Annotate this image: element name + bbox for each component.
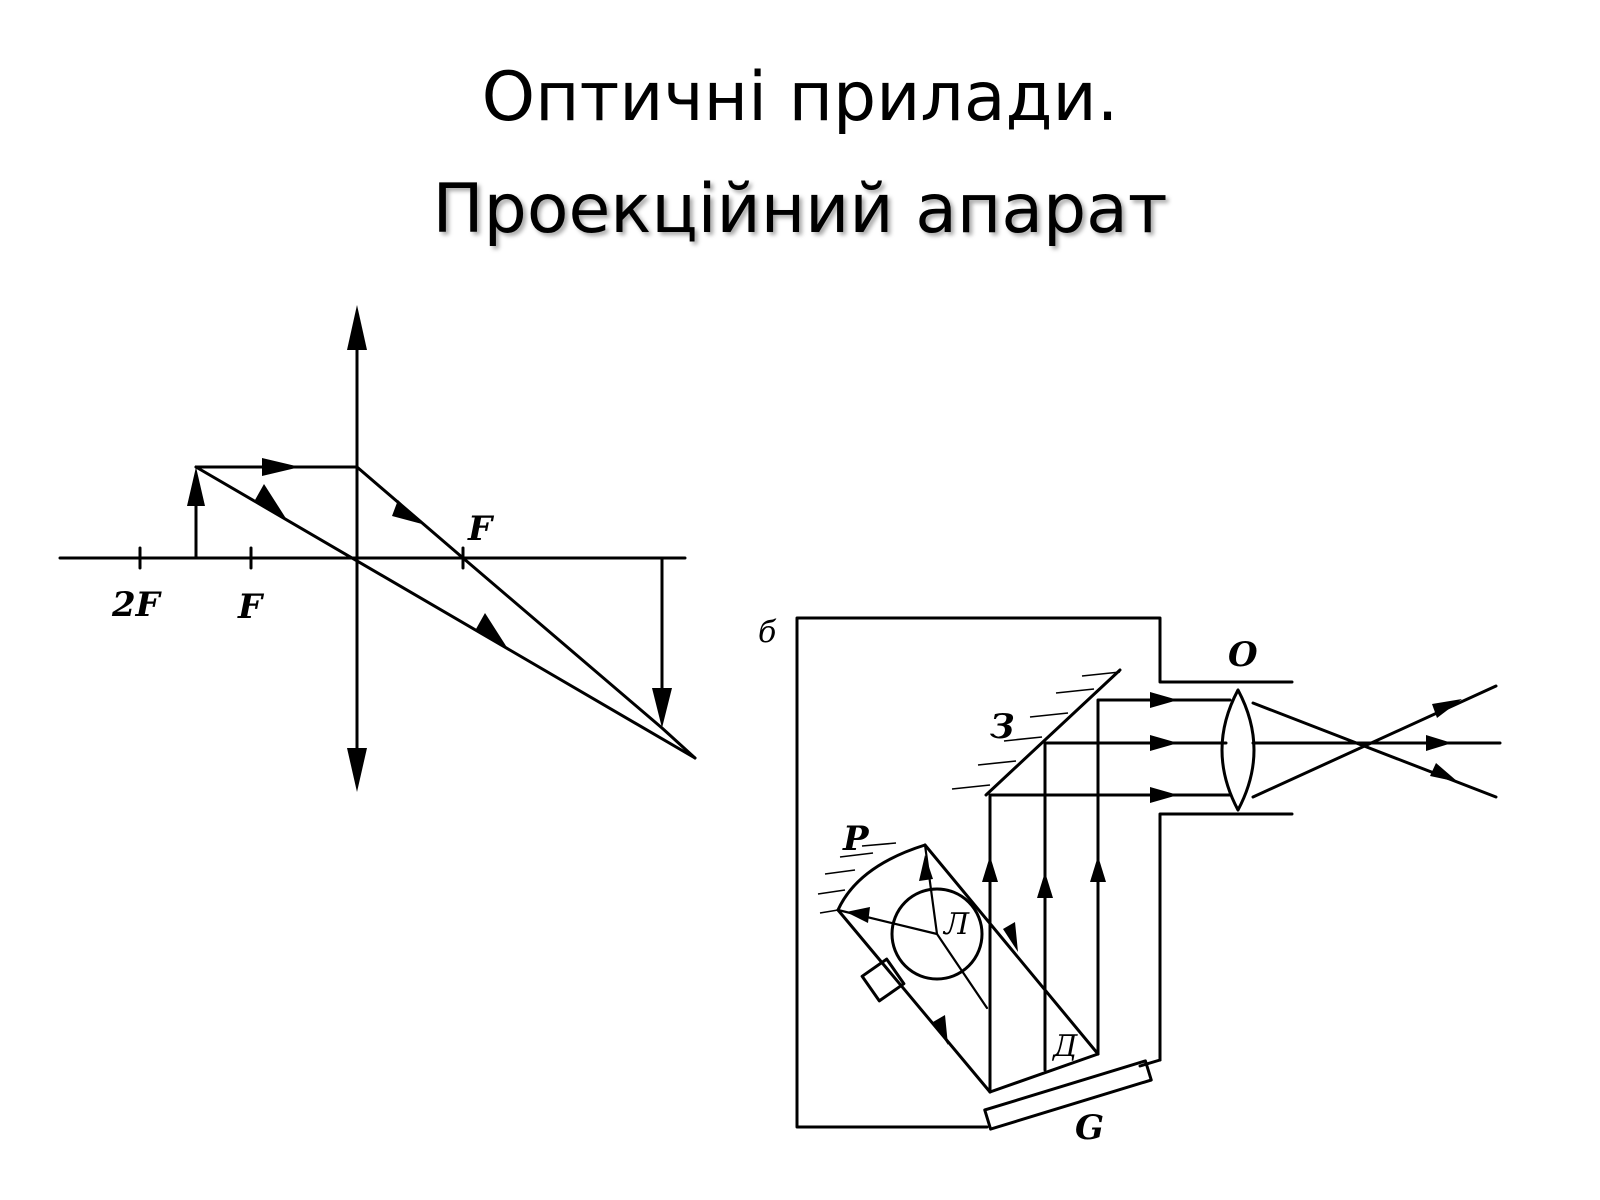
reflector [836,843,927,912]
beam-left-arrow [982,856,998,882]
label-objective: O [1228,635,1258,675]
mirror-hatching [951,671,1121,790]
image-arrowhead [652,688,672,728]
label-f-left: F [237,587,265,627]
lamp-ray-down [935,932,989,1010]
objective-lens [1220,688,1256,812]
mirror-out-arrow-3 [1150,787,1178,803]
label-panel: б [758,615,777,650]
lens-top-arrowhead [347,305,367,350]
ray-central-arrow-2 [476,613,508,649]
out-arrow-down [1430,763,1458,782]
mirror-out-arrow-2 [1150,735,1178,751]
out-arrow-mid [1426,735,1452,751]
cone-lower-edge [836,908,992,1094]
label-mirror: З [990,707,1015,747]
slide-frame [988,1052,1100,1094]
mirror-out-arrow-1 [1150,692,1178,708]
projector-diagram: б O З [758,615,1502,1148]
beam-middle-arrow [1037,872,1053,898]
reflector-hatching [817,842,897,914]
ray-parallel [194,465,697,760]
cone-lower-arrow [933,1015,948,1045]
ray-central-arrow-1 [255,484,287,520]
lamp-socket [860,957,906,1003]
label-condenser: G [1075,1108,1104,1148]
slide-title-line2: Проекційний апарат [432,170,1168,249]
lens-bottom-arrowhead [347,748,367,792]
cone-upper-edge [923,843,1100,1056]
slide-title-line1: Оптичні прилади. [481,58,1119,137]
condenser [983,1059,1153,1131]
beam-right [1096,698,1232,1056]
lamp-ray-left-arrow [846,907,870,923]
label-f-right: F [467,509,495,549]
beam-left [988,793,1232,1094]
housing-condenser-link [1138,1058,1162,1068]
label-2f: 2F [111,585,163,625]
lamp-ray-up-arrow [919,855,933,881]
housing-outline [795,616,1294,1129]
label-slide: Д [1051,1029,1078,1064]
ray-parallel-arrow-1 [262,458,300,476]
out-ray-down [1251,701,1498,799]
label-lamp: Л [942,907,970,942]
beam-right-arrow [1090,856,1106,882]
out-arrow-up [1432,699,1462,718]
cone-upper-arrow [1003,922,1018,952]
lamp-ray-up [923,843,939,936]
mirror [984,668,1122,797]
ray-parallel-arrow-2 [392,500,422,524]
housing-right-lower [1158,812,1294,1062]
object-arrowhead [187,467,205,506]
ray-central [194,465,697,760]
lamp-bulb [890,887,984,981]
lens-ray-diagram: 2F F F [58,305,697,792]
label-reflector: Р [842,819,870,859]
